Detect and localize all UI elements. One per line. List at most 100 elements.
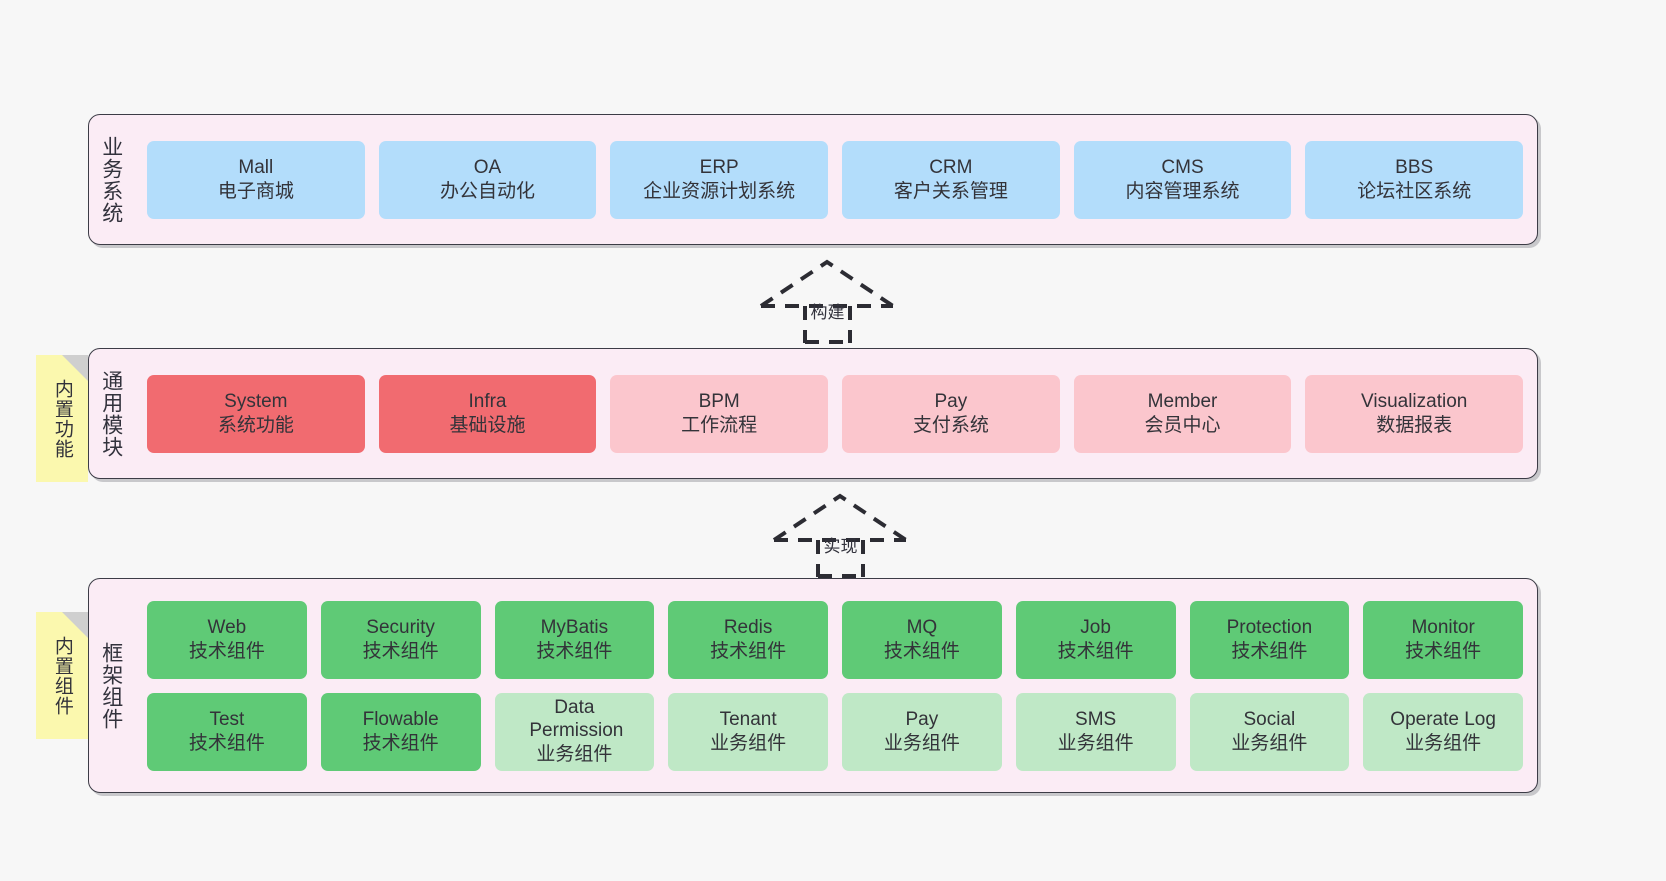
- card-subtitle: 会员中心: [1144, 414, 1221, 436]
- layer-body-common-modules: System 系统功能 Infra 基础设施 BPM 工作流程 Pay 支付系统…: [133, 349, 1537, 478]
- card-row: System 系统功能 Infra 基础设施 BPM 工作流程 Pay 支付系统…: [147, 374, 1524, 453]
- card-bpm[interactable]: BPM 工作流程: [610, 374, 829, 453]
- sticky-note-builtin-features: 内置功能: [36, 355, 88, 482]
- card-protection[interactable]: Protection 技术组件: [1189, 600, 1350, 679]
- card-row: Mall 电子商城 OA 办公自动化 ERP 企业资源计划系统 CRM 客户关系…: [147, 140, 1524, 219]
- card-subtitle: 技术组件: [536, 640, 613, 662]
- card-title: System: [224, 390, 288, 412]
- card-title: Operate Log: [1390, 708, 1496, 730]
- card-subtitle: 技术组件: [710, 640, 787, 662]
- card-title: Visualization: [1361, 390, 1468, 412]
- layer-label-framework-components: 框架组件: [99, 641, 123, 730]
- card-subtitle: 业务组件: [536, 743, 613, 765]
- card-subtitle: 技术组件: [883, 640, 960, 662]
- card-monitor[interactable]: Monitor 技术组件: [1363, 600, 1523, 679]
- card-title: Web: [207, 616, 247, 638]
- card-tenant[interactable]: Tenant 业务组件: [668, 692, 828, 771]
- card-subtitle: 电子商城: [217, 180, 294, 202]
- card-test[interactable]: Test 技术组件: [147, 692, 307, 771]
- card-subtitle: 业务组件: [883, 732, 960, 754]
- card-erp[interactable]: ERP 企业资源计划系统: [610, 140, 829, 219]
- card-job[interactable]: Job 技术组件: [1015, 600, 1176, 679]
- sticky-note-text: 内置功能: [51, 378, 73, 459]
- card-title: Data Permission: [529, 696, 624, 741]
- card-subtitle: 论坛社区系统: [1357, 180, 1472, 202]
- card-title: Test: [209, 708, 245, 730]
- card-title: MQ: [906, 616, 938, 638]
- card-sms[interactable]: SMS 业务组件: [1015, 692, 1176, 771]
- card-subtitle: 业务组件: [1057, 732, 1134, 754]
- card-title: Infra: [468, 390, 507, 412]
- card-subtitle: 系统功能: [217, 414, 294, 436]
- card-pay-business[interactable]: Pay 业务组件: [842, 692, 1002, 771]
- card-subtitle: 技术组件: [362, 640, 439, 662]
- card-title: Job: [1080, 616, 1111, 638]
- connector-build: 构建: [759, 258, 895, 344]
- card-subtitle: 业务组件: [710, 732, 787, 754]
- connector-implement: 实现: [772, 492, 908, 578]
- card-title: ERP: [699, 156, 739, 178]
- card-subtitle: 技术组件: [1231, 640, 1308, 662]
- card-infra[interactable]: Infra 基础设施: [378, 374, 597, 453]
- layer-common-modules: 通用模块 System 系统功能 Infra 基础设施 BPM 工作流程 Pay…: [88, 348, 1538, 479]
- card-title: Social: [1243, 708, 1296, 730]
- card-system[interactable]: System 系统功能: [147, 374, 365, 453]
- card-social[interactable]: Social 业务组件: [1189, 692, 1350, 771]
- card-subtitle: 基础设施: [449, 414, 526, 436]
- card-web[interactable]: Web 技术组件: [147, 600, 307, 679]
- card-title: Security: [366, 616, 435, 638]
- card-subtitle: 技术组件: [188, 732, 265, 754]
- layer-label-business-systems: 业务系统: [99, 135, 123, 224]
- card-member[interactable]: Member 会员中心: [1073, 374, 1292, 453]
- layer-business-systems: 业务系统 Mall 电子商城 OA 办公自动化 ERP 企业资源计划系统 CRM…: [88, 114, 1538, 245]
- card-subtitle: 企业资源计划系统: [643, 180, 796, 202]
- page-fold-icon: [62, 612, 88, 638]
- card-visualization[interactable]: Visualization 数据报表: [1305, 374, 1524, 453]
- card-title: Mall: [238, 156, 274, 178]
- card-subtitle: 业务组件: [1405, 732, 1482, 754]
- layer-body-business-systems: Mall 电子商城 OA 办公自动化 ERP 企业资源计划系统 CRM 客户关系…: [133, 115, 1537, 244]
- card-redis[interactable]: Redis 技术组件: [668, 600, 828, 679]
- card-data-permission[interactable]: Data Permission 业务组件: [494, 692, 655, 771]
- card-oa[interactable]: OA 办公自动化: [378, 140, 597, 219]
- layer-body-framework-components: Web 技术组件 Security 技术组件 MyBatis 技术组件 Redi…: [133, 579, 1537, 792]
- card-operate-log[interactable]: Operate Log 业务组件: [1363, 692, 1523, 771]
- connector-label-implement: 实现: [823, 537, 858, 556]
- layer-framework-components: 框架组件 Web 技术组件 Security 技术组件 MyBatis 技术组件…: [88, 578, 1538, 793]
- card-subtitle: 内容管理系统: [1125, 180, 1240, 202]
- card-crm[interactable]: CRM 客户关系管理: [842, 140, 1060, 219]
- card-mybatis[interactable]: MyBatis 技术组件: [494, 600, 655, 679]
- card-pay[interactable]: Pay 支付系统: [842, 374, 1060, 453]
- card-mq[interactable]: MQ 技术组件: [842, 600, 1002, 679]
- card-title: Tenant: [719, 708, 777, 730]
- card-title: Redis: [723, 616, 773, 638]
- card-title: BBS: [1395, 156, 1434, 178]
- card-title: CRM: [929, 156, 973, 178]
- card-subtitle: 技术组件: [188, 640, 265, 662]
- card-subtitle: 技术组件: [1057, 640, 1134, 662]
- card-title: CMS: [1161, 156, 1204, 178]
- connector-label-build: 构建: [810, 303, 845, 322]
- card-bbs[interactable]: BBS 论坛社区系统: [1305, 140, 1524, 219]
- card-flowable[interactable]: Flowable 技术组件: [320, 692, 481, 771]
- card-title: Pay: [905, 708, 939, 730]
- card-security[interactable]: Security 技术组件: [320, 600, 481, 679]
- card-subtitle: 客户关系管理: [893, 180, 1008, 202]
- card-cms[interactable]: CMS 内容管理系统: [1073, 140, 1292, 219]
- card-subtitle: 业务组件: [1231, 732, 1308, 754]
- card-title: Member: [1147, 390, 1218, 412]
- card-subtitle: 支付系统: [912, 414, 989, 436]
- card-title: OA: [473, 156, 502, 178]
- card-title: Flowable: [362, 708, 439, 730]
- sticky-note-builtin-components: 内置组件: [36, 612, 88, 739]
- card-subtitle: 技术组件: [362, 732, 439, 754]
- card-title: SMS: [1075, 708, 1117, 730]
- card-title: MyBatis: [540, 616, 609, 638]
- card-subtitle: 办公自动化: [440, 180, 536, 202]
- page-fold-icon: [62, 355, 88, 381]
- sticky-note-text: 内置组件: [51, 635, 73, 716]
- card-subtitle: 技术组件: [1405, 640, 1482, 662]
- card-subtitle: 工作流程: [681, 414, 758, 436]
- card-mall[interactable]: Mall 电子商城: [147, 140, 365, 219]
